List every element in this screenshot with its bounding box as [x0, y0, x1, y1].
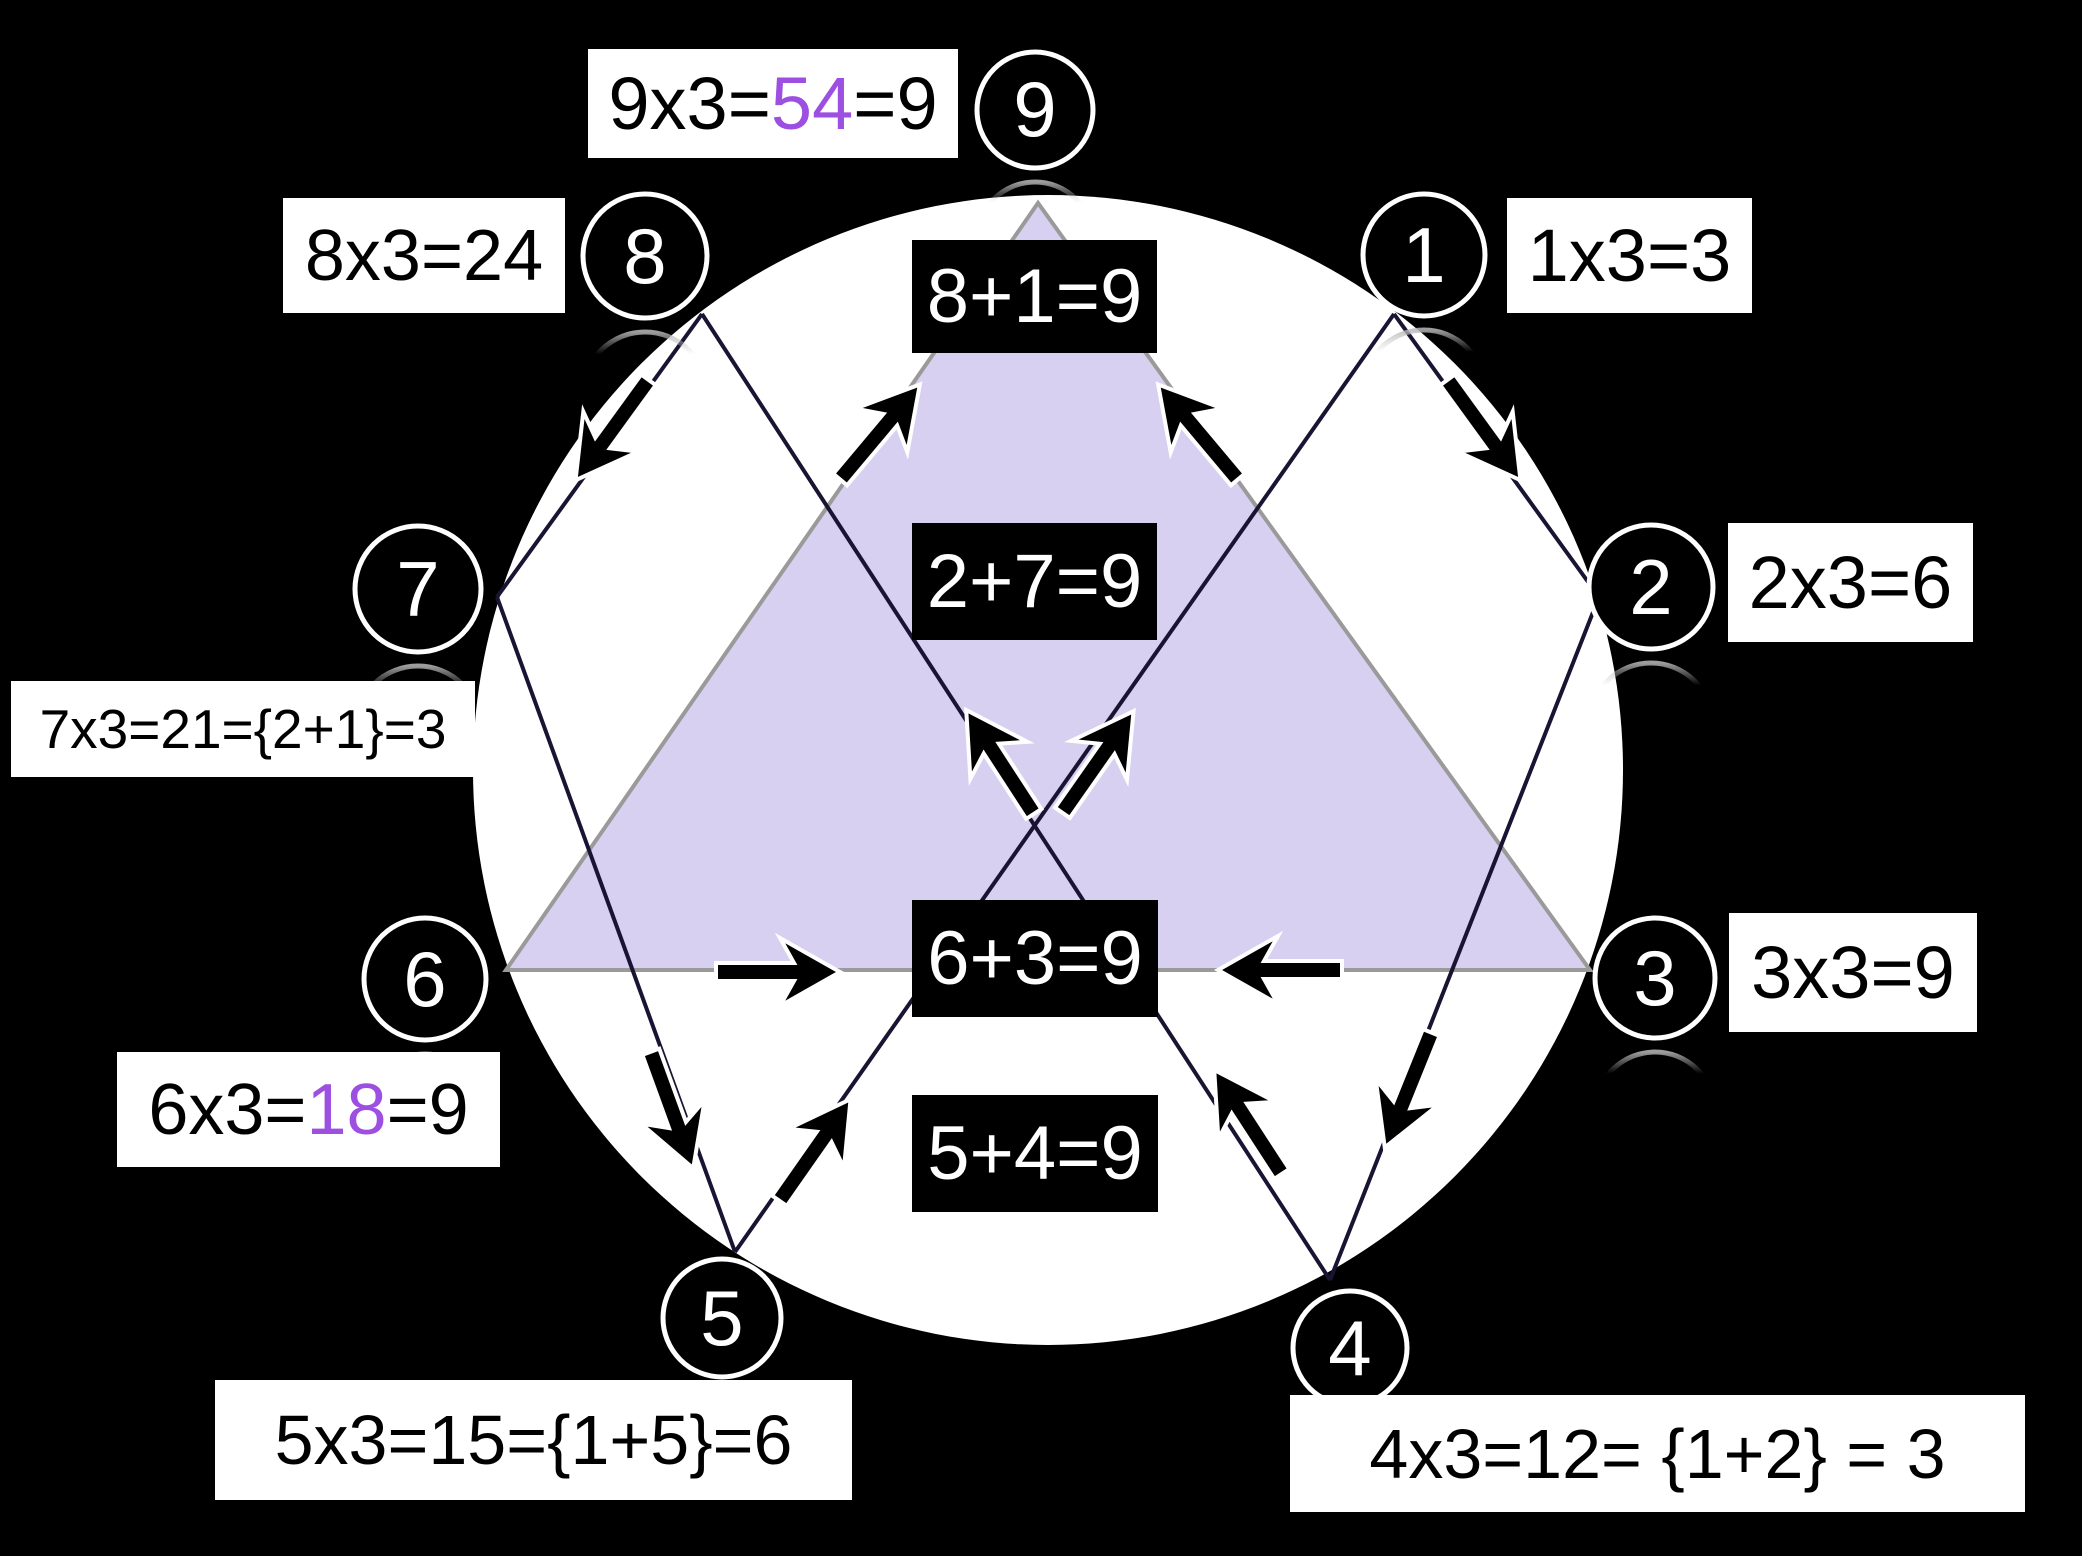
sum-8plus1-text: 8+1=9 — [926, 253, 1143, 339]
sum-5plus4-text: 5+4=9 — [927, 1110, 1143, 1196]
circle-number-4: 4 — [1328, 1304, 1371, 1392]
sum-box-6plus3: 6+3=9 — [912, 900, 1158, 1017]
label-4x3: 4x3=12= {1+2} = 3 — [1290, 1395, 2025, 1512]
label-9x3-prefix: 9x3= — [608, 61, 771, 145]
sum-box-8plus1: 8+1=9 — [912, 240, 1157, 353]
label-7x3: 7x3=21={2+1}=3 — [11, 681, 475, 777]
line-2-to-4 — [1328, 596, 1601, 1281]
circle-number-6: 6 — [403, 935, 446, 1023]
circle-number-8: 8 — [623, 212, 666, 300]
line-5-to-1 — [733, 312, 1396, 1254]
reflection-8 — [580, 329, 710, 459]
node-circle-9: 9 — [974, 49, 1096, 171]
reflection-3 — [1592, 1049, 1718, 1175]
node-circle-2: 2 — [1586, 522, 1716, 652]
circle-number-2: 2 — [1629, 543, 1672, 631]
sum-box-2plus7: 2+7=9 — [912, 523, 1157, 640]
label-5x3-text: 5x3=15={1+5}=6 — [274, 1401, 793, 1479]
node-circle-4: 4 — [1290, 1288, 1410, 1408]
label-2x3: 2x3=6 — [1728, 523, 1973, 642]
label-6x3-prefix: 6x3= — [148, 1069, 307, 1150]
circle-number-9: 9 — [1013, 65, 1056, 153]
circle-ring-5 — [660, 1256, 784, 1380]
label-6x3-suffix: =9 — [386, 1069, 469, 1150]
circle-number-7: 7 — [396, 545, 439, 633]
node-circle-1: 1 — [1360, 191, 1488, 319]
label-8x3-text: 8x3=24 — [304, 215, 544, 296]
node-circle-3: 3 — [1592, 915, 1718, 1041]
node-circle-5: 5 — [660, 1256, 784, 1380]
circle-number-1: 1 — [1402, 211, 1445, 299]
label-9x3: 9x3=54=9 — [588, 49, 958, 158]
sum-6plus3-text: 6+3=9 — [927, 915, 1143, 1001]
number-circles: 9 8 1 7 2 6 3 — [352, 49, 1718, 1408]
label-5x3: 5x3=15={1+5}=6 — [215, 1380, 852, 1500]
circle-ring-7 — [352, 523, 484, 655]
label-2x3-text: 2x3=6 — [1748, 540, 1953, 624]
circle-ring-8 — [580, 191, 710, 321]
sum-box-5plus4: 5+4=9 — [912, 1095, 1158, 1212]
label-7x3-text: 7x3=21={2+1}=3 — [39, 697, 447, 760]
sum-2plus7-text: 2+7=9 — [926, 538, 1143, 624]
label-9x3-highlight: 54 — [770, 61, 854, 145]
label-1x3: 1x3=3 — [1507, 198, 1752, 313]
reflection-2 — [1586, 660, 1716, 790]
reflection-1 — [1360, 327, 1488, 455]
circle-ring-1 — [1360, 191, 1488, 319]
circle-ring-3 — [1592, 915, 1718, 1041]
node-circle-6: 6 — [361, 915, 489, 1043]
label-9x3-suffix: =9 — [853, 61, 938, 145]
circle-ring-9 — [974, 49, 1096, 171]
label-3x3-text: 3x3=9 — [1751, 930, 1955, 1014]
label-6x3-highlight: 18 — [306, 1069, 387, 1150]
circle-number-3: 3 — [1633, 934, 1676, 1022]
label-1x3-text: 1x3=3 — [1527, 213, 1732, 297]
circle-ring-2 — [1586, 522, 1716, 652]
label-8x3: 8x3=24 — [283, 198, 565, 313]
node-circle-8: 8 — [580, 191, 710, 321]
label-3x3: 3x3=9 — [1729, 913, 1977, 1032]
label-6x3: 6x3=18=9 — [117, 1052, 500, 1167]
label-4x3-text: 4x3=12= {1+2} = 3 — [1369, 1414, 1946, 1493]
circle-number-5: 5 — [700, 1274, 743, 1362]
node-circle-7: 7 — [352, 523, 484, 655]
circle-ring-6 — [361, 915, 489, 1043]
